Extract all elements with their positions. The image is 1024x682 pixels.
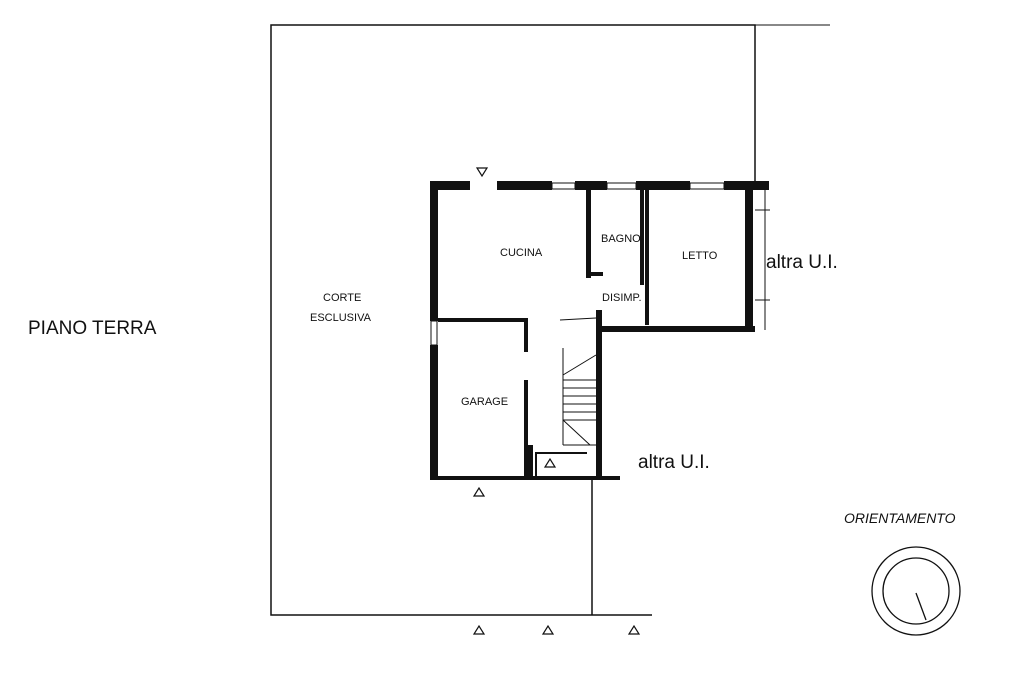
entrance-triangle-bottom-3 [627,624,641,635]
court-label-line1: CORTE [323,292,362,304]
other-unit-label-east: altra U.I. [766,252,838,273]
entrance-triangle-bottom-2 [541,624,555,635]
entrance-triangle-garage [472,486,486,497]
court-label-line2: ESCLUSIVA [310,312,371,324]
room-label-garage: GARAGE [461,396,509,408]
orientation-label: ORIENTAMENTO [844,510,956,526]
entrance-triangle-stair [543,457,557,468]
building-walls [430,181,769,480]
entrance-triangle-bottom-1 [472,624,486,635]
floor-title: PIANO TERRA [28,318,157,339]
lot-boundary [270,24,756,616]
room-label-kitchen: CUCINA [500,247,543,259]
room-label-bathroom: BAGNO [601,233,641,245]
room-label-hallway: DISIMP. [602,292,642,304]
other-unit-label-south: altra U.I. [638,452,710,473]
room-label-bedroom: LETTO [682,250,718,262]
compass-icon [871,546,961,636]
entrance-triangle-top [475,167,489,178]
entrance-markers [472,167,641,635]
staircase [559,317,597,446]
